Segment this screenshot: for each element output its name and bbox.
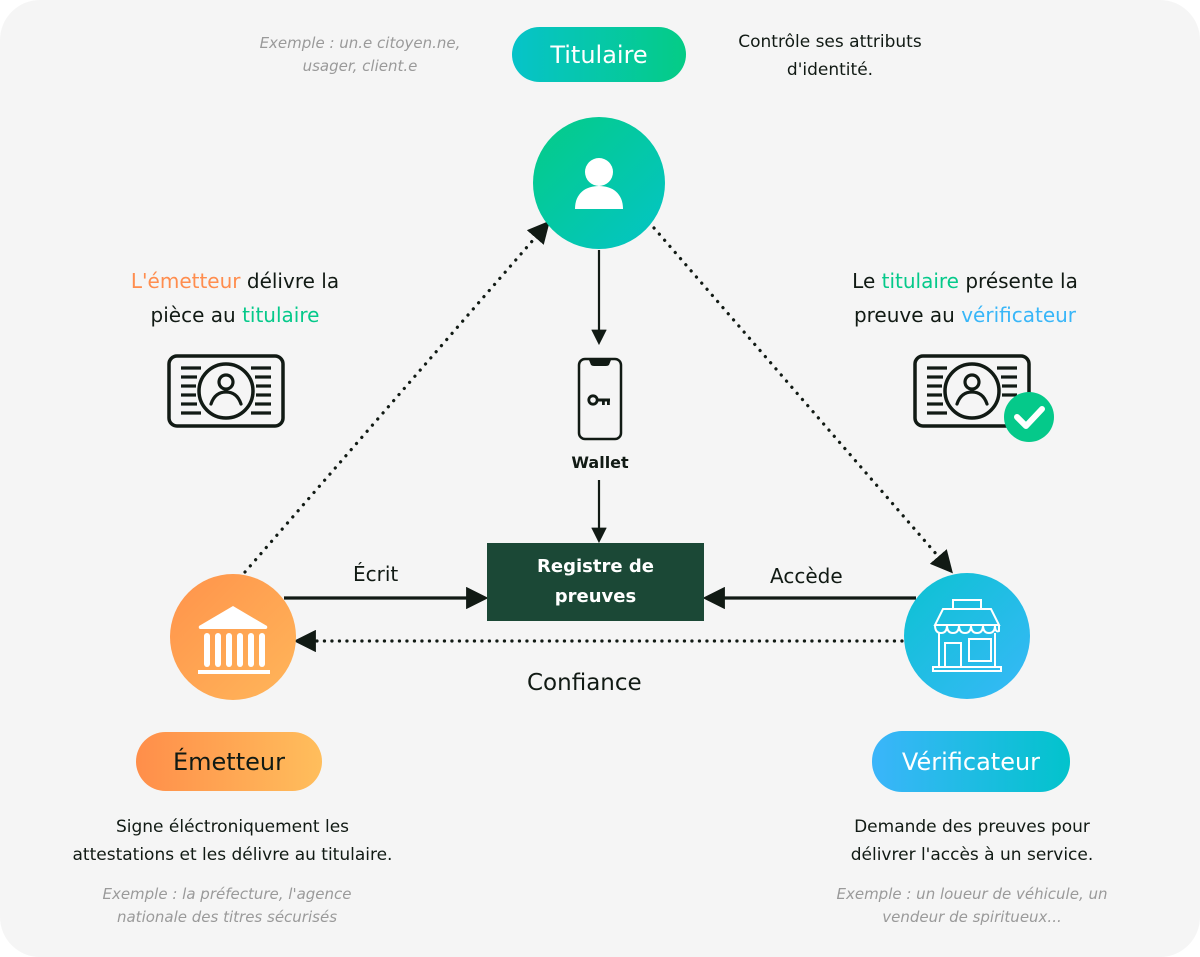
emetteur-badge: Émetteur <box>136 732 322 791</box>
emetteur-delivers-caption: L'émetteur délivre la pièce au titulaire <box>95 264 375 332</box>
emetteur-desc-line1: Signe éléctroniquement les <box>115 817 350 837</box>
emetteur-example-line2: nationale des titres sécurisés <box>116 908 338 926</box>
verificateur-label: Vérificateur <box>901 747 1041 776</box>
check-badge-icon <box>1004 392 1054 442</box>
emetteur-desc-line2: attestations et les délivre au titulaire… <box>72 845 393 865</box>
emetteur-label: Émetteur <box>173 747 285 776</box>
edge-label-confiance: Confiance <box>527 670 642 696</box>
edge-titulaire-to-verificateur <box>652 226 953 574</box>
titulaire-badge: Titulaire <box>512 27 686 82</box>
verificateur-example-line2: vendeur de spiritueux... <box>882 908 1062 926</box>
verificateur-description: Demande des preuves pour délivrer l'accè… <box>812 813 1132 869</box>
emetteur-example-line1: Exemple : la préfecture, l'agence <box>102 885 352 903</box>
titulaire-example: Exemple : un.e citoyen.ne, usager, clien… <box>220 32 500 78</box>
caption-text: présente la <box>958 269 1078 293</box>
bank-building-icon <box>198 606 270 674</box>
caption-verificateur-highlight: vérificateur <box>961 303 1077 327</box>
registre-line2: preuves <box>554 586 637 607</box>
caption-text: pièce au <box>150 303 243 327</box>
caption-titulaire-highlight: titulaire <box>881 269 959 293</box>
verificateur-desc-line2: délivrer l'accès à un service. <box>850 845 1094 865</box>
titulaire-desc-line2: d'identité. <box>786 60 874 80</box>
edge-label-accede: Accède <box>770 564 843 588</box>
titulaire-node <box>533 117 665 249</box>
titulaire-label: Titulaire <box>550 40 648 69</box>
caption-text: Le <box>852 269 882 293</box>
registre-line1: Registre de <box>537 556 654 577</box>
key-icon <box>587 394 610 406</box>
caption-emetteur-highlight: L'émetteur <box>130 269 241 293</box>
emetteur-node <box>170 574 296 700</box>
emetteur-example: Exemple : la préfecture, l'agence nation… <box>52 883 402 929</box>
titulaire-example-line1: Exemple : un.e citoyen.ne, <box>259 34 461 52</box>
caption-text: délivre la <box>240 269 340 293</box>
titulaire-desc-line1: Contrôle ses attributs <box>738 32 922 52</box>
verified-id-card-icon <box>913 354 1054 442</box>
titulaire-presents-caption: Le titulaire présente la preuve au vérif… <box>815 264 1115 332</box>
wallet-label: Wallet <box>571 453 629 472</box>
verificateur-node <box>904 573 1030 699</box>
verificateur-badge: Vérificateur <box>872 731 1070 792</box>
shop-icon <box>932 599 1002 672</box>
caption-text: preuve au <box>853 303 962 327</box>
registre-de-preuves-box: Registre de preuves <box>487 543 704 621</box>
titulaire-description: Contrôle ses attributs d'identité. <box>700 28 960 84</box>
phone-key-icon <box>577 357 623 441</box>
verificateur-example-line1: Exemple : un loueur de véhicule, un <box>836 885 1108 903</box>
edge-label-ecrit: Écrit <box>353 562 399 586</box>
id-card-icon <box>167 354 285 428</box>
user-icon <box>575 158 623 209</box>
verificateur-desc-line1: Demande des preuves pour <box>854 817 1090 837</box>
caption-titulaire-highlight: titulaire <box>242 303 320 327</box>
titulaire-example-line2: usager, client.e <box>302 57 418 75</box>
verificateur-example: Exemple : un loueur de véhicule, un vend… <box>797 883 1147 929</box>
emetteur-description: Signe éléctroniquement les attestations … <box>30 813 435 869</box>
